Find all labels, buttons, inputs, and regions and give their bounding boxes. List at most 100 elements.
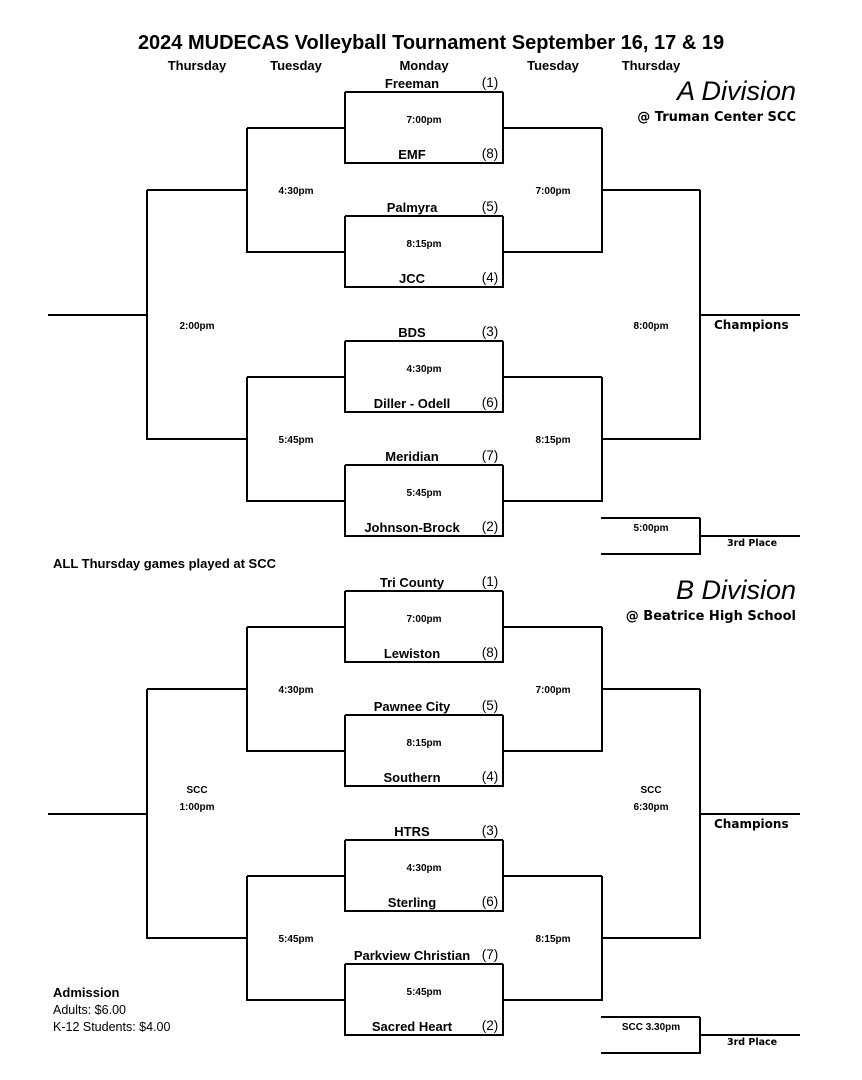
match-time: 4:30pm <box>406 364 442 375</box>
match-time: 8:15pm <box>406 738 442 749</box>
left-final-top-line <box>147 688 247 690</box>
team-name-bottom: JCC <box>398 271 425 286</box>
admission-adults: Adults: $6.00 <box>53 1003 126 1017</box>
third-place-bottom-line <box>601 1052 700 1054</box>
division-a-venue: @ Truman Center SCC <box>637 110 796 125</box>
team-name-bottom: EMF <box>398 147 426 162</box>
match-time: 8:15pm <box>406 239 442 250</box>
division-b-venue: @ Beatrice High School <box>625 609 796 624</box>
seed-top: (7) <box>481 448 499 463</box>
champions-line <box>700 813 800 815</box>
team-name-top: Tri County <box>379 575 445 590</box>
thursday-note: ALL Thursday games played at SCC <box>53 556 276 571</box>
third-place-label: 3rd Place <box>727 1037 778 1048</box>
right-final-time: 6:30pm <box>633 802 669 813</box>
right-final-bottom-line <box>602 937 700 939</box>
right-final-bottom-line <box>602 438 700 440</box>
seed-bottom: (2) <box>481 519 499 534</box>
left-semi-time: 5:45pm <box>278 435 314 446</box>
left-semi-top-line <box>247 875 345 877</box>
match-time: 4:30pm <box>406 863 442 874</box>
left-final-bottom-line <box>147 937 247 939</box>
third-place-time: SCC 3.30pm <box>621 1022 681 1033</box>
match-box-left-line <box>344 92 346 164</box>
match-box-bottom-line <box>345 1034 503 1036</box>
day-label-tuesday-left: Tuesday <box>270 58 322 73</box>
right-semi-top-line <box>503 127 602 129</box>
team-name-top: Palmyra <box>386 200 438 215</box>
seed-top: (3) <box>481 823 499 838</box>
right-semi-time: 8:15pm <box>535 934 571 945</box>
left-semi-vertical-line <box>246 627 248 752</box>
left-final-time: 2:00pm <box>179 321 215 332</box>
match-box-top-line <box>345 464 503 466</box>
right-semi-bottom-line <box>503 251 602 253</box>
right-semi-top-line <box>503 376 602 378</box>
match-box-top-line <box>345 91 503 93</box>
third-place-time: 5:00pm <box>633 523 669 534</box>
match-box-top-line <box>345 839 503 841</box>
third-place-label: 3rd Place <box>727 538 778 549</box>
left-semi-time: 4:30pm <box>278 685 314 696</box>
third-place-top-line <box>601 517 700 519</box>
right-final-time: 8:00pm <box>633 321 669 332</box>
match-box-left-line <box>344 465 346 537</box>
left-final-vertical-line <box>146 689 148 939</box>
team-name-bottom: Diller - Odell <box>373 396 451 411</box>
left-final-venue: SCC <box>186 785 208 796</box>
right-final-venue: SCC <box>640 785 662 796</box>
left-semi-bottom-line <box>247 500 345 502</box>
champions-label: Champions <box>714 817 789 831</box>
seed-top: (1) <box>481 75 499 90</box>
right-semi-bottom-line <box>503 999 602 1001</box>
left-semi-vertical-line <box>246 876 248 1001</box>
seed-bottom: (8) <box>481 146 499 161</box>
match-box-bottom-line <box>345 162 503 164</box>
third-place-output-line <box>700 535 800 537</box>
left-final-top-line <box>147 189 247 191</box>
champions-line <box>700 314 800 316</box>
match-box-bottom-line <box>345 535 503 537</box>
seed-top: (1) <box>481 574 499 589</box>
left-semi-vertical-line <box>246 377 248 502</box>
match-box-top-line <box>345 340 503 342</box>
division-a-title: A Division <box>676 76 796 106</box>
right-semi-time: 7:00pm <box>535 186 571 197</box>
admission-students: K-12 Students: $4.00 <box>53 1020 171 1034</box>
seed-top: (3) <box>481 324 499 339</box>
seed-bottom: (6) <box>481 395 499 410</box>
match-time: 5:45pm <box>406 488 442 499</box>
team-name-bottom: Southern <box>383 770 441 785</box>
day-label-monday: Monday <box>399 58 449 73</box>
third-place-bottom-line <box>601 553 700 555</box>
team-name-top: BDS <box>398 325 426 340</box>
left-semi-top-line <box>247 626 345 628</box>
match-box-top-line <box>345 714 503 716</box>
right-semi-bottom-line <box>503 500 602 502</box>
match-box-left-line <box>344 341 346 413</box>
third-place-top-line <box>601 1016 700 1018</box>
team-name-bottom: Sterling <box>387 895 437 910</box>
left-semi-top-line <box>247 127 345 129</box>
right-semi-bottom-line <box>503 750 602 752</box>
left-final-bottom-line <box>147 438 247 440</box>
day-label-tuesday-right: Tuesday <box>527 58 579 73</box>
seed-bottom: (4) <box>481 270 499 285</box>
match-box-top-line <box>345 590 503 592</box>
seed-top: (5) <box>481 698 499 713</box>
left-semi-bottom-line <box>247 750 345 752</box>
left-semi-time: 4:30pm <box>278 186 314 197</box>
team-name-bottom: Johnson-Brock <box>364 520 460 535</box>
match-box-bottom-line <box>345 910 503 912</box>
right-final-top-line <box>602 688 700 690</box>
seed-top: (5) <box>481 199 499 214</box>
team-name-top: Freeman <box>384 76 440 91</box>
left-final-vertical-line <box>146 190 148 440</box>
day-label-thursday-left: Thursday <box>167 58 227 73</box>
match-box-left-line <box>344 964 346 1036</box>
match-box-bottom-line <box>345 661 503 663</box>
left-final-output-line <box>48 314 147 316</box>
seed-bottom: (2) <box>481 1018 499 1033</box>
team-name-bottom: Lewiston <box>383 646 441 661</box>
